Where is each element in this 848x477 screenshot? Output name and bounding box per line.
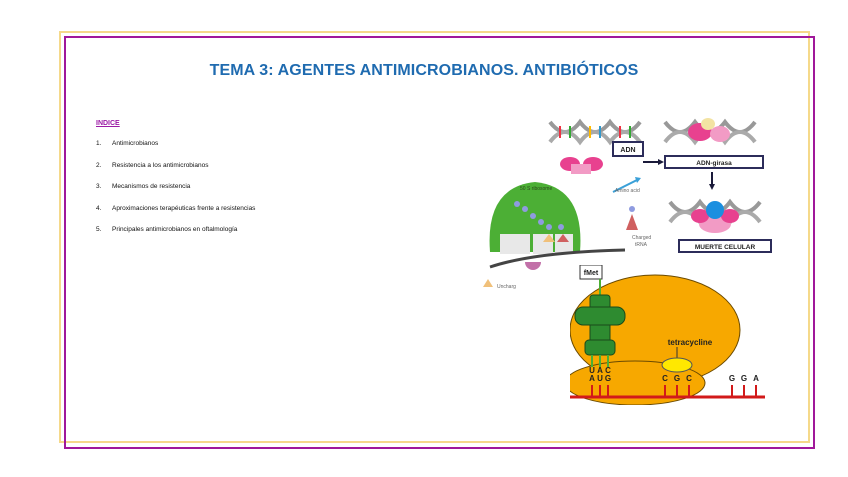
- index-label: Mecanismos de resistencia: [112, 183, 191, 190]
- index-number: 2.: [96, 161, 102, 169]
- codon-base: A: [753, 374, 759, 383]
- amino-acid-label: Amino acid: [615, 188, 640, 194]
- tetracycline-label: tetracycline: [668, 338, 713, 347]
- anticodon-base: C: [605, 366, 611, 375]
- codon-base: U: [597, 374, 603, 383]
- page-frame-outer: [59, 31, 810, 443]
- ribosome-label: 50 S ribosome: [520, 186, 552, 192]
- codon-base: G: [674, 374, 680, 383]
- page-frame-inner: [64, 36, 815, 449]
- dna-helix-icon: [548, 118, 642, 146]
- adn-label: ADN: [620, 147, 635, 154]
- adn-girasa-label: ADN-girasa: [696, 160, 732, 167]
- index-item: 1. Antimicrobianos: [96, 140, 255, 162]
- anticodon-base: U: [589, 366, 595, 375]
- uncharged-label: Uncharg: [497, 284, 516, 290]
- trna-label: tRNA: [635, 242, 648, 248]
- index-number: 3.: [96, 183, 102, 190]
- fmet-label: fMet: [584, 270, 599, 277]
- codon-base: G: [741, 374, 747, 383]
- index-label: Antimicrobianos: [112, 140, 159, 147]
- index-label: Resistencia a los antimicrobianos: [112, 161, 209, 169]
- ribosome-icon: [489, 182, 581, 270]
- index-list: 1. Antimicrobianos 2. Resistencia a los an…: [96, 140, 255, 248]
- index-item: 5. Principales antimicrobianos en oftalmo…: [96, 226, 255, 248]
- index-label: Principales antimicrobianos en oftalmolo…: [112, 226, 238, 233]
- trna-icon: [574, 294, 626, 356]
- tetracycline-figure: fMet tetracycline U A C A U G C G C G G …: [570, 265, 765, 405]
- mrna-strand-icon: [570, 385, 765, 399]
- index-number: 5.: [96, 226, 102, 233]
- page-title: TEMA 3: AGENTES ANTIMICROBIANOS. ANTIBIÓ…: [209, 62, 639, 79]
- index-label: Aproximaciones terapéuticas frente a res…: [112, 204, 256, 212]
- codon-base: C: [686, 374, 692, 383]
- codon-base: G: [605, 374, 611, 383]
- index-number: 4.: [96, 204, 102, 212]
- codon-base: G: [729, 374, 735, 383]
- index-heading[interactable]: INDICE: [96, 120, 120, 127]
- gyrase-enzyme-icon: [560, 157, 603, 174]
- anticodon-base: A: [597, 366, 603, 375]
- muerte-celular-label: MUERTE CELULAR: [695, 244, 756, 251]
- codon-base: C: [662, 374, 668, 383]
- codon-base: A: [589, 374, 595, 383]
- charged-label: Charged: [632, 235, 651, 241]
- gyrase-ribosome-figure: ADN ADN-girasa MUERTE CELULAR 50 S ribos…: [483, 118, 772, 290]
- index-item: 4. Aproximaciones terapéuticas frente a r…: [96, 205, 255, 227]
- index-number: 1.: [96, 140, 102, 147]
- index-item: 3. Mecanismos de resistencia: [96, 183, 255, 205]
- index-item: 2. Resistencia a los antimicrobianos: [96, 162, 255, 184]
